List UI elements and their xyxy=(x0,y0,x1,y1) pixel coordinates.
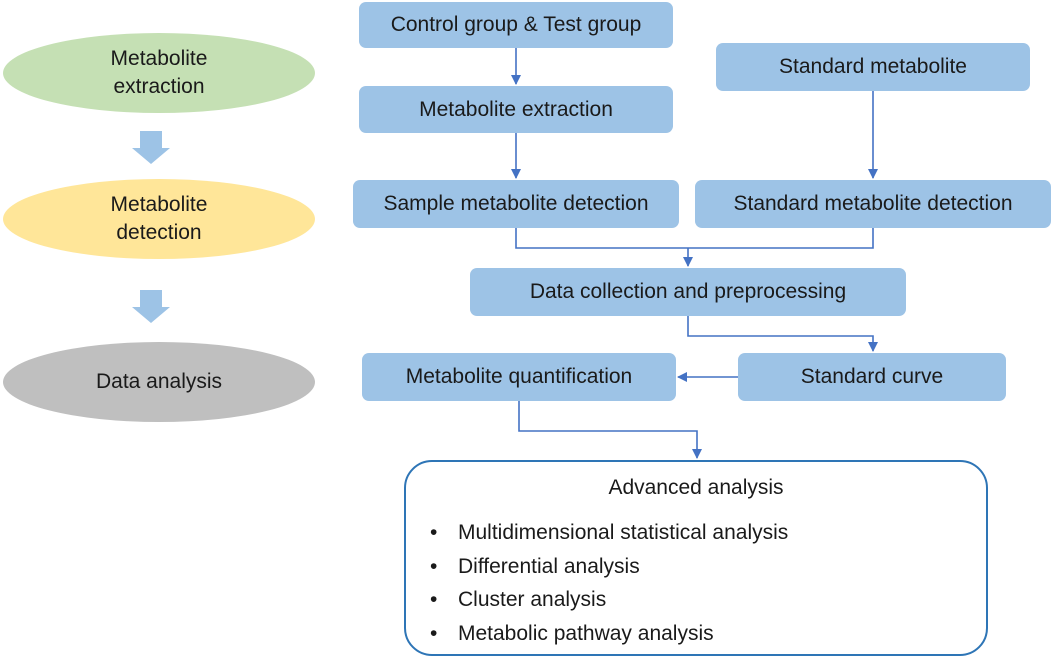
stage-label: Data analysis xyxy=(95,370,223,393)
connector-data-collection-to-curve xyxy=(687,316,878,352)
bullet-icon: • xyxy=(430,554,438,578)
stage-metabolite-detection: Metabolite detection xyxy=(3,179,315,259)
stage-label: Metabolite extraction xyxy=(110,47,208,98)
advanced-analysis-title: Advanced analysis xyxy=(608,476,784,499)
node-standard-metabolite-detection: Standard metabolite detection xyxy=(695,180,1051,228)
node-standard-metabolite: Standard metabolite xyxy=(716,43,1030,91)
node-sample-metabolite-detection: Sample metabolite detection xyxy=(353,180,679,228)
node-data-collection: Data collection and preprocessing xyxy=(470,268,906,316)
list-item-label: Differential analysis xyxy=(458,554,640,578)
bullet-icon: • xyxy=(430,521,438,544)
node-label: Metabolite quantification xyxy=(405,365,633,388)
connector-quantification-to-advanced xyxy=(518,401,702,459)
node-standard-curve: Standard curve xyxy=(738,353,1006,401)
node-label: Control group & Test group xyxy=(390,13,642,36)
list-item: • Metabolic pathway analysis xyxy=(430,617,788,651)
node-label: Sample metabolite detection xyxy=(383,192,649,215)
stage-down-arrow-icon xyxy=(132,131,170,164)
node-metabolite-extraction: Metabolite extraction xyxy=(359,86,673,133)
stage-data-analysis: Data analysis xyxy=(3,342,315,422)
node-control-test-group: Control group & Test group xyxy=(359,2,673,48)
node-label: Data collection and preprocessing xyxy=(529,280,847,303)
node-metabolite-quantification: Metabolite quantification xyxy=(362,353,676,401)
stage-down-arrow-icon xyxy=(132,290,170,323)
node-label: Standard metabolite xyxy=(779,55,967,78)
connector-standard-detection-merge xyxy=(688,228,874,249)
connector-sample-detection-merge xyxy=(515,228,688,249)
list-item-label: Cluster analysis xyxy=(458,588,607,611)
list-item: • Differential analysis xyxy=(430,550,788,584)
node-label: Standard metabolite detection xyxy=(733,192,1013,215)
advanced-analysis-list: • Multidimensional statistical analysis •… xyxy=(430,516,788,650)
bullet-icon: • xyxy=(430,588,438,611)
stage-metabolite-extraction: Metabolite extraction xyxy=(3,33,315,113)
list-item-label: Multidimensional statistical analysis xyxy=(458,521,789,544)
advanced-analysis-panel: Advanced analysis • Multidimensional stat… xyxy=(404,460,988,656)
list-item-label: Metabolic pathway analysis xyxy=(458,621,714,645)
node-label: Standard curve xyxy=(800,365,944,388)
list-item: • Multidimensional statistical analysis xyxy=(430,516,788,550)
list-item: • Cluster analysis xyxy=(430,583,788,617)
node-label: Metabolite extraction xyxy=(419,97,613,121)
bullet-icon: • xyxy=(430,621,438,645)
stage-label: Metabolite detection xyxy=(110,193,208,244)
